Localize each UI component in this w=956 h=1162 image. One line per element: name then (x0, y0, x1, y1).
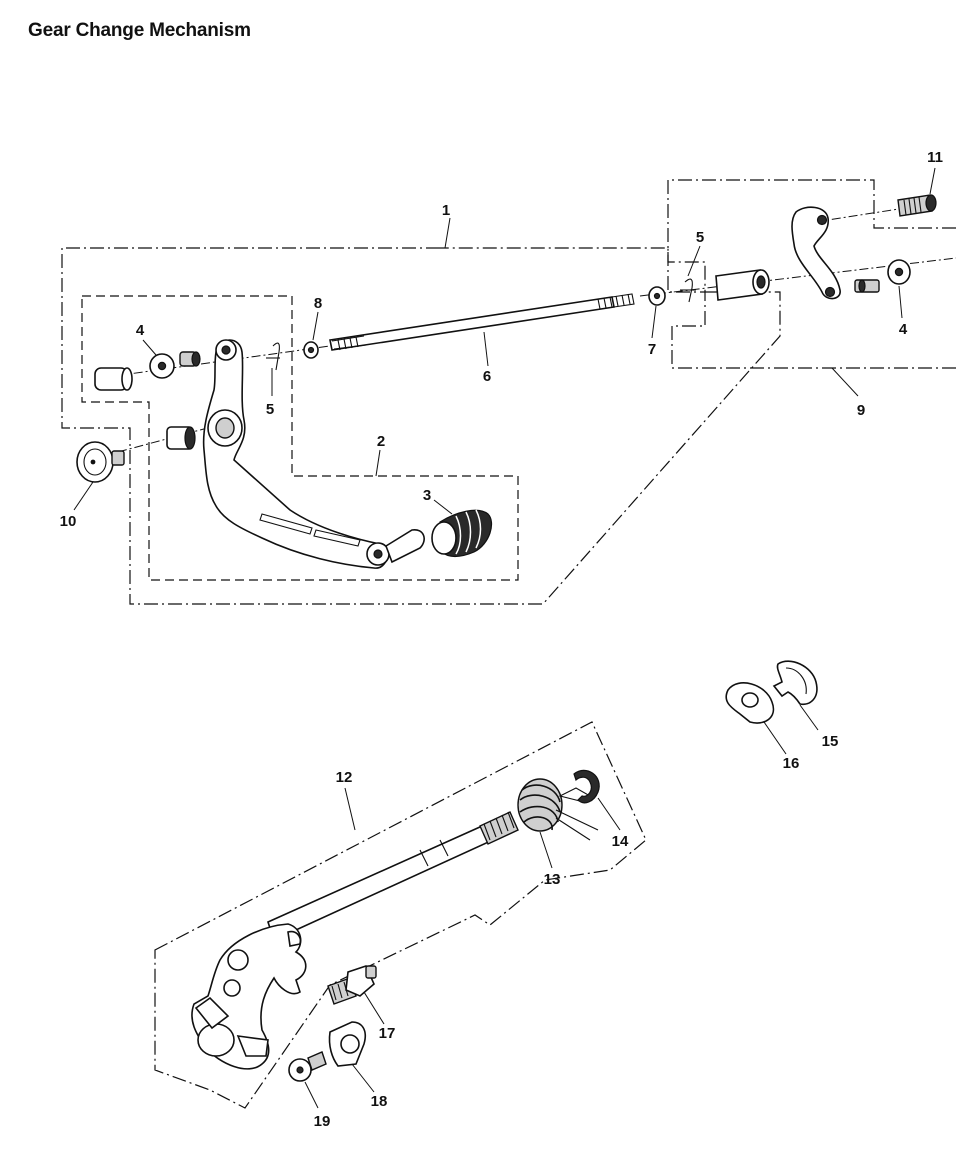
callout-14: 14 (612, 833, 629, 850)
callout-4-right: 4 (899, 321, 908, 338)
callout-numbers: 1 2 3 4 4 5 5 6 7 8 9 10 11 12 13 14 15 … (60, 149, 943, 1130)
selector-shaft-12 (191, 811, 519, 1070)
linkage-bushing-left (94, 367, 133, 391)
cap-screw-11 (897, 194, 937, 217)
linkage-bushing-right (715, 269, 770, 301)
leader-lines (73, 167, 936, 1109)
callout-2: 2 (377, 433, 385, 450)
callout-1: 1 (442, 202, 450, 219)
page-title: Gear Change Mechanism (28, 20, 251, 41)
stopper-18 (328, 1021, 367, 1067)
washer-16 (725, 682, 775, 724)
assembly-boundaries (61, 179, 956, 1109)
split-pin-5-left (266, 342, 280, 371)
callout-12: 12 (336, 769, 353, 786)
callout-18: 18 (371, 1093, 388, 1110)
group-9-boundary (667, 179, 956, 369)
bolt-19 (288, 1051, 327, 1082)
callout-11: 11 (927, 149, 943, 166)
group-2-boundary (81, 295, 519, 581)
lock-nut-8 (303, 341, 319, 359)
callout-19: 19 (314, 1113, 331, 1130)
callout-6: 6 (483, 368, 491, 385)
selector-lever-9 (791, 206, 880, 300)
callout-15: 15 (822, 733, 839, 750)
callout-5-right: 5 (696, 229, 704, 246)
washer-nut-4-right (887, 259, 911, 285)
linkage-rod-6 (329, 293, 635, 351)
gear-pedal-2 (202, 339, 425, 569)
pivot-bushing (166, 426, 196, 450)
pivot-bolt-10 (76, 441, 125, 483)
callout-8: 8 (314, 295, 322, 312)
callout-17: 17 (379, 1025, 396, 1042)
callout-3: 3 (423, 487, 431, 504)
callout-16: 16 (783, 755, 800, 772)
pedal-rubber-3 (431, 509, 493, 558)
group-12-boundary (154, 721, 647, 1109)
group-1-boundary (61, 247, 781, 605)
circlip-14 (573, 769, 600, 804)
adjuster-17 (327, 965, 377, 1005)
callout-7: 7 (648, 341, 656, 358)
washer-nut-4-left (149, 351, 201, 379)
callout-4-left: 4 (136, 322, 145, 339)
circlip-15 (772, 660, 818, 706)
split-pin-5-right (680, 278, 696, 303)
lock-nut-7 (648, 286, 666, 306)
callout-5-left: 5 (266, 401, 274, 418)
callout-13: 13 (544, 871, 561, 888)
callout-10: 10 (60, 513, 77, 530)
callout-9: 9 (857, 402, 865, 419)
return-spring-13 (517, 778, 599, 841)
